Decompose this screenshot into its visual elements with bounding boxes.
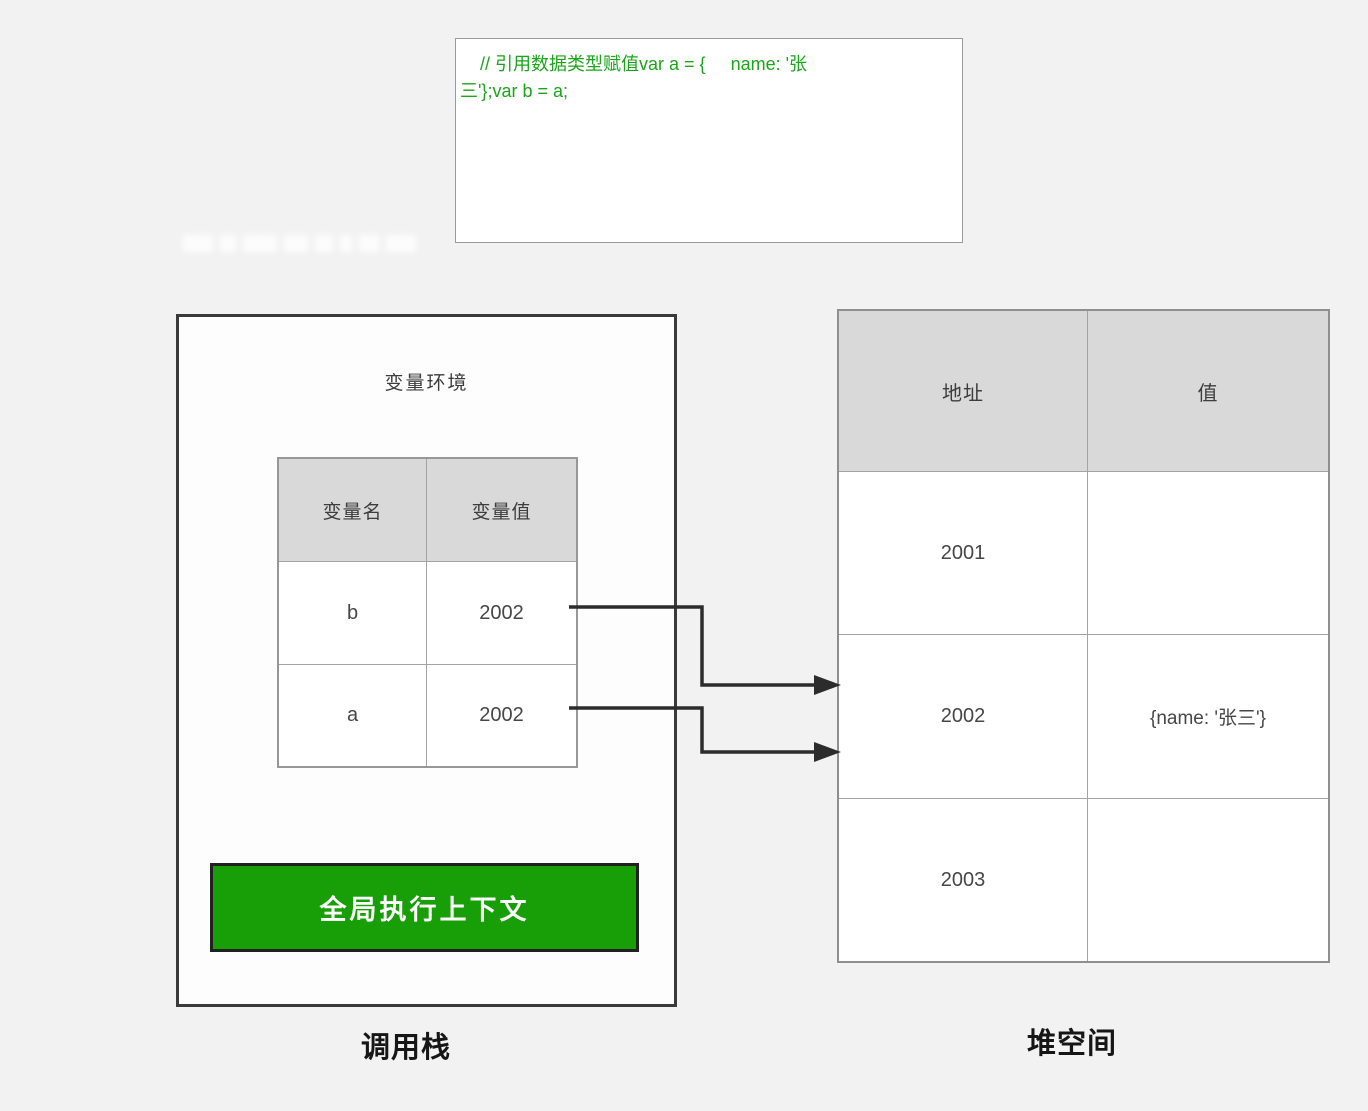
heap-value-2003 [1088, 799, 1328, 961]
variable-name-b: b [279, 562, 427, 665]
code-snippet-text: // 引用数据类型赋值var a = { name: '张 三'};var b … [460, 54, 808, 101]
heap-address-2002: 2002 [839, 635, 1088, 799]
global-execution-context-label: 全局执行上下文 [319, 895, 530, 925]
variable-value-b: 2002 [427, 562, 576, 665]
variable-name-a: a [279, 665, 427, 766]
heap-value-2002: {name: '张三'} [1088, 635, 1328, 799]
heap-address-2003: 2003 [839, 799, 1088, 961]
variable-table: 变量名 变量值 b 2002 a 2002 [277, 457, 578, 768]
call-stack-label: 调用栈 [360, 1032, 451, 1064]
heap-header-value: 值 [1088, 311, 1328, 472]
heap-space-label: 堆空间 [1026, 1028, 1117, 1060]
watermark [183, 230, 416, 256]
heap-header-address: 地址 [839, 311, 1088, 472]
variable-environment-title: 变量环境 [384, 373, 469, 394]
variable-table-header-name: 变量名 [279, 459, 427, 562]
variable-table-header-value: 变量值 [427, 459, 576, 562]
heap-value-2001 [1088, 472, 1328, 635]
heap-table: 地址 值 2001 2002 {name: '张三'} 2003 [837, 309, 1330, 963]
global-execution-context-bar: 全局执行上下文 [210, 863, 639, 952]
code-snippet-box: // 引用数据类型赋值var a = { name: '张 三'};var b … [455, 38, 963, 243]
heap-address-2001: 2001 [839, 472, 1088, 635]
variable-value-a: 2002 [427, 665, 576, 766]
